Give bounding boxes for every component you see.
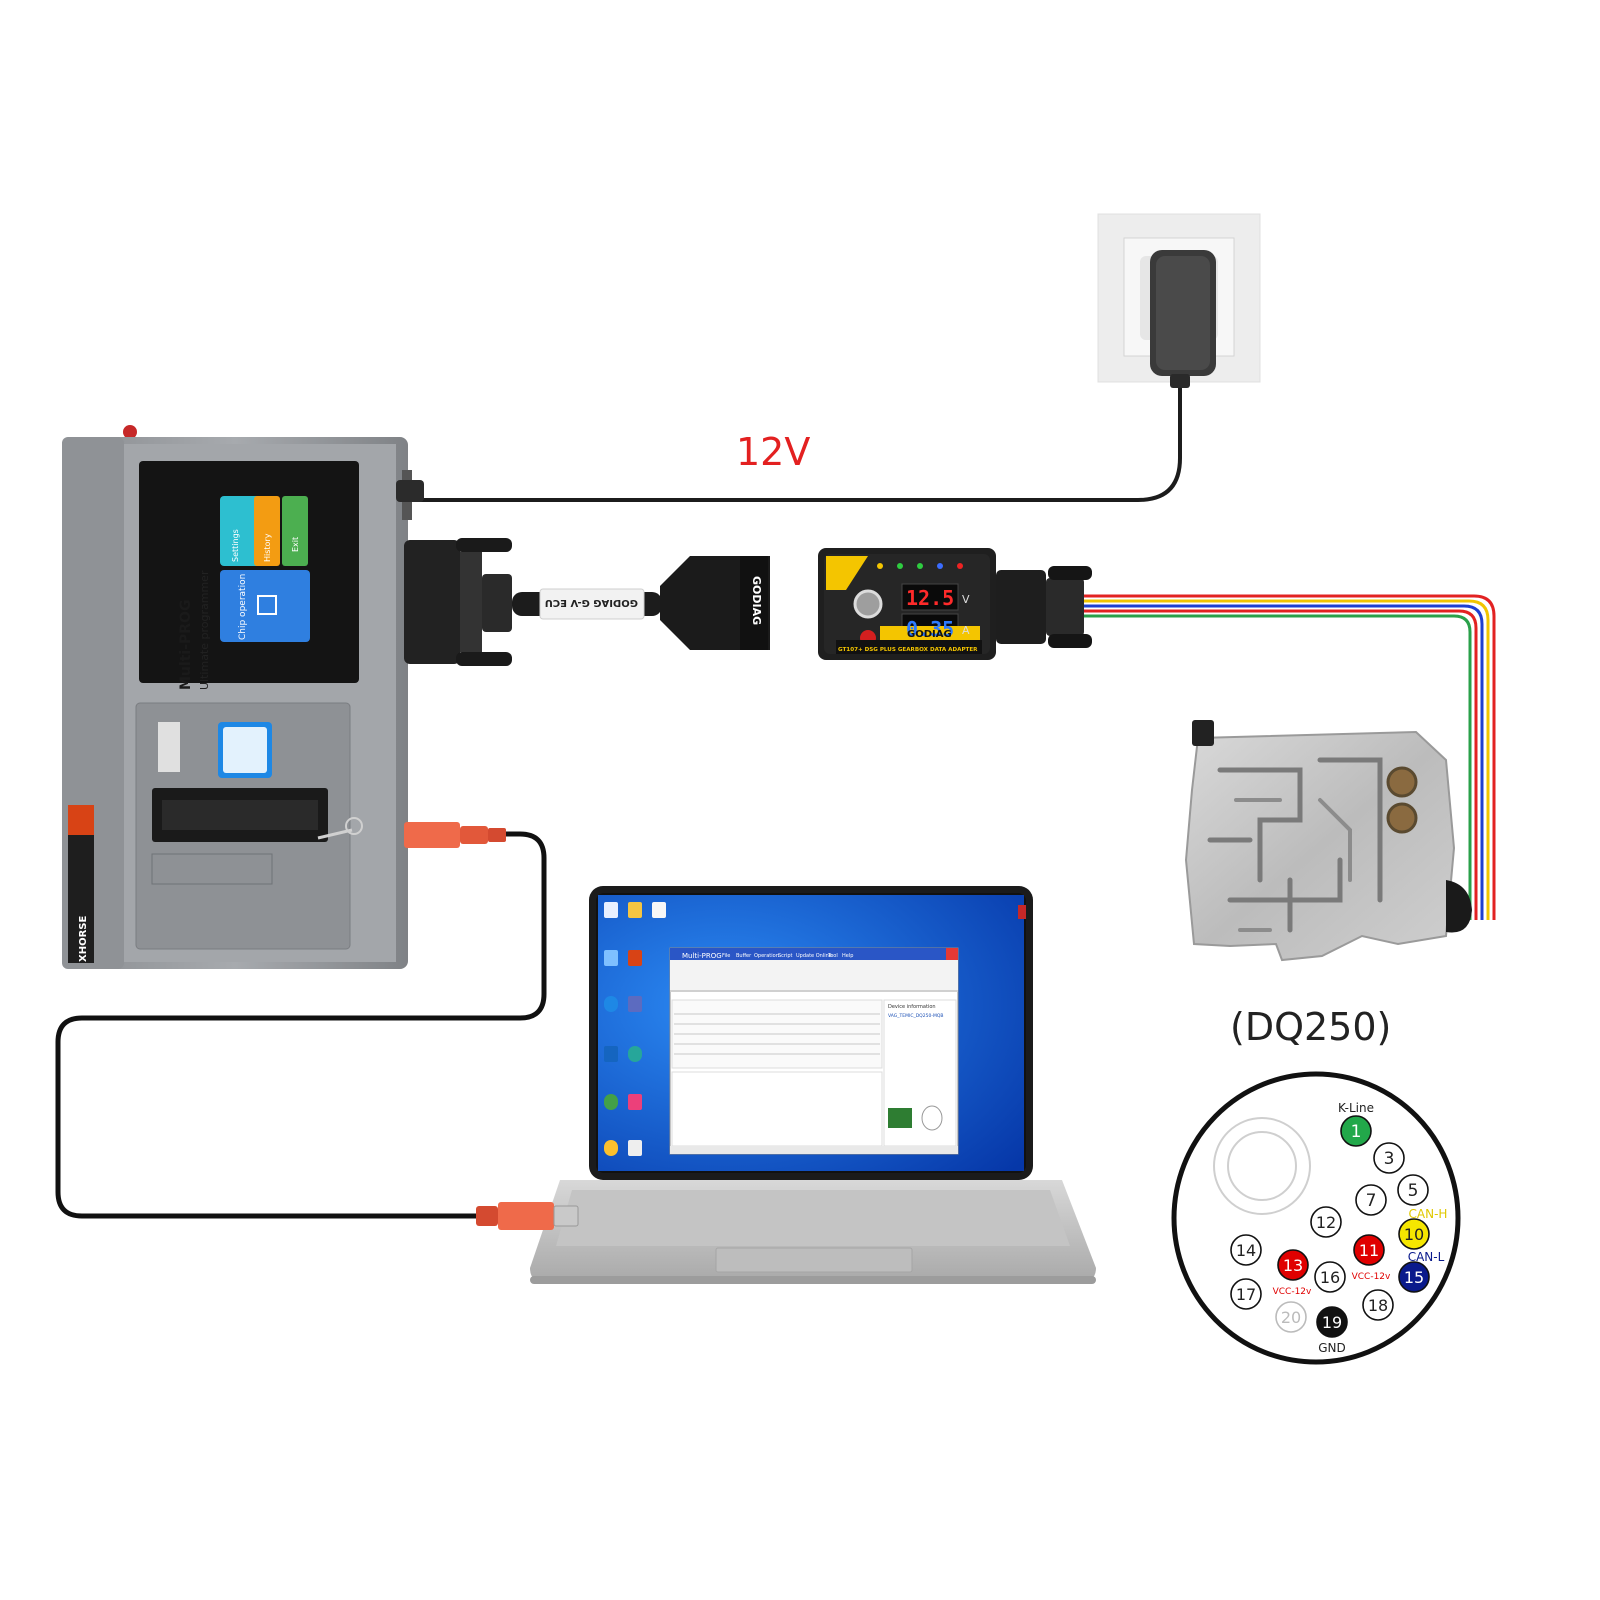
- desktop-icons: [604, 902, 666, 1156]
- pin-label: CAN-L: [1408, 1250, 1445, 1264]
- pin-label: GND: [1318, 1341, 1346, 1355]
- menu-buffer[interactable]: Buffer: [736, 953, 752, 959]
- usb-cable: [55, 831, 547, 1219]
- pin-12: [1310, 1206, 1342, 1238]
- menu-help[interactable]: Help: [842, 953, 853, 959]
- pin-number: 20: [1281, 1308, 1301, 1327]
- pin-number: 13: [1283, 1256, 1303, 1275]
- adapter-voltage-unit: V: [962, 593, 970, 606]
- pin-label: K-Line: [1338, 1101, 1374, 1115]
- gearbox-model-label: (DQ250): [1230, 1005, 1391, 1049]
- adapter-knob: [853, 589, 883, 619]
- db25-connector: [404, 538, 512, 666]
- obd-plug-brand: GODIAG: [750, 576, 763, 625]
- menu-tool[interactable]: Tool: [827, 953, 838, 959]
- cable-tag: [539, 588, 645, 620]
- pin-label: VCC-12v: [1273, 1287, 1312, 1297]
- usb-plug-laptop: [476, 1202, 579, 1230]
- pin-3: [1373, 1142, 1405, 1174]
- menu-operation[interactable]: Operation: [754, 953, 779, 959]
- laptop-screen: [598, 895, 1026, 1171]
- adapter-current-unit: A: [962, 624, 970, 637]
- dq250-valve-body: [1184, 720, 1472, 962]
- pin-17: [1230, 1278, 1262, 1310]
- pin-19: [1316, 1306, 1348, 1338]
- screen-tile-settings: Settings: [231, 529, 240, 562]
- pin-14: [1230, 1234, 1262, 1266]
- programmer-brand: XHORSE: [78, 916, 89, 962]
- cable-label: GODIAG G-V ECU: [545, 597, 638, 608]
- pin-label: CAN-H: [1409, 1207, 1448, 1221]
- obd-plug: [660, 556, 770, 650]
- pin-13: [1277, 1249, 1309, 1281]
- pin-15: [1398, 1261, 1430, 1293]
- pin-number: 5: [1408, 1181, 1419, 1201]
- menu-file[interactable]: File: [722, 953, 730, 959]
- adapter-product-name: GT107+ DSG PLUS GEARBOX DATA ADAPTER: [838, 647, 978, 653]
- pin-number: 19: [1322, 1313, 1342, 1332]
- screen-tile-exit: Exit: [291, 537, 300, 552]
- pin-20: [1275, 1301, 1307, 1333]
- programmer-tagline: Ultimate programmer: [198, 570, 211, 690]
- pin-18: [1362, 1289, 1394, 1321]
- pin-number: 1: [1351, 1122, 1362, 1142]
- device-info-title: Device information: [888, 1004, 936, 1010]
- adapter-voltage-readout: 12.5: [906, 586, 954, 610]
- pin-number: 3: [1384, 1149, 1395, 1169]
- pin-number: 14: [1236, 1241, 1256, 1260]
- pin-5: [1397, 1174, 1429, 1206]
- menu-script[interactable]: Script: [778, 953, 793, 959]
- screen-tile-chip-operation: Chip operation: [238, 574, 248, 640]
- pin-number: 17: [1236, 1285, 1256, 1304]
- programmer-model: Multi-PROG: [178, 600, 194, 690]
- pin-number: 16: [1320, 1268, 1340, 1287]
- usb-plug-programmer: [404, 822, 506, 848]
- pin-1: [1340, 1115, 1372, 1147]
- pin-10: [1398, 1218, 1430, 1250]
- pin-number: 11: [1359, 1241, 1379, 1260]
- pin-label: VCC-12v: [1352, 1272, 1391, 1282]
- gearbox-cable-connector: [996, 566, 1092, 648]
- pin-16: [1314, 1261, 1346, 1293]
- godiag-adapter: [818, 548, 996, 660]
- multi-prog-programmer: [62, 425, 424, 969]
- menu-update-online[interactable]: Update Online: [796, 953, 832, 959]
- pin-number: 12: [1316, 1213, 1336, 1232]
- screen-tile-history: History: [263, 533, 272, 562]
- device-name: VAG_TEMIC_DQ250-MQB: [888, 1013, 943, 1019]
- adapter-brand: GODIAG: [907, 629, 952, 640]
- software-title: Multi-PROG: [682, 952, 722, 960]
- pin-number: 15: [1404, 1268, 1424, 1287]
- adapter-current-readout: 0.35: [906, 617, 954, 641]
- pin-number: 18: [1368, 1296, 1388, 1315]
- power-adapter: [1150, 250, 1216, 388]
- power-label: 12V: [736, 430, 810, 474]
- pin-7: [1355, 1184, 1387, 1216]
- gearbox-wires: [1084, 594, 1496, 920]
- pin-11: [1353, 1234, 1385, 1266]
- power-cable: [405, 388, 1182, 502]
- pin-number: 7: [1366, 1191, 1377, 1211]
- software-menu-bar: File Buffer Operation Script Update Onli…: [722, 953, 853, 959]
- pin-number: 10: [1404, 1225, 1424, 1244]
